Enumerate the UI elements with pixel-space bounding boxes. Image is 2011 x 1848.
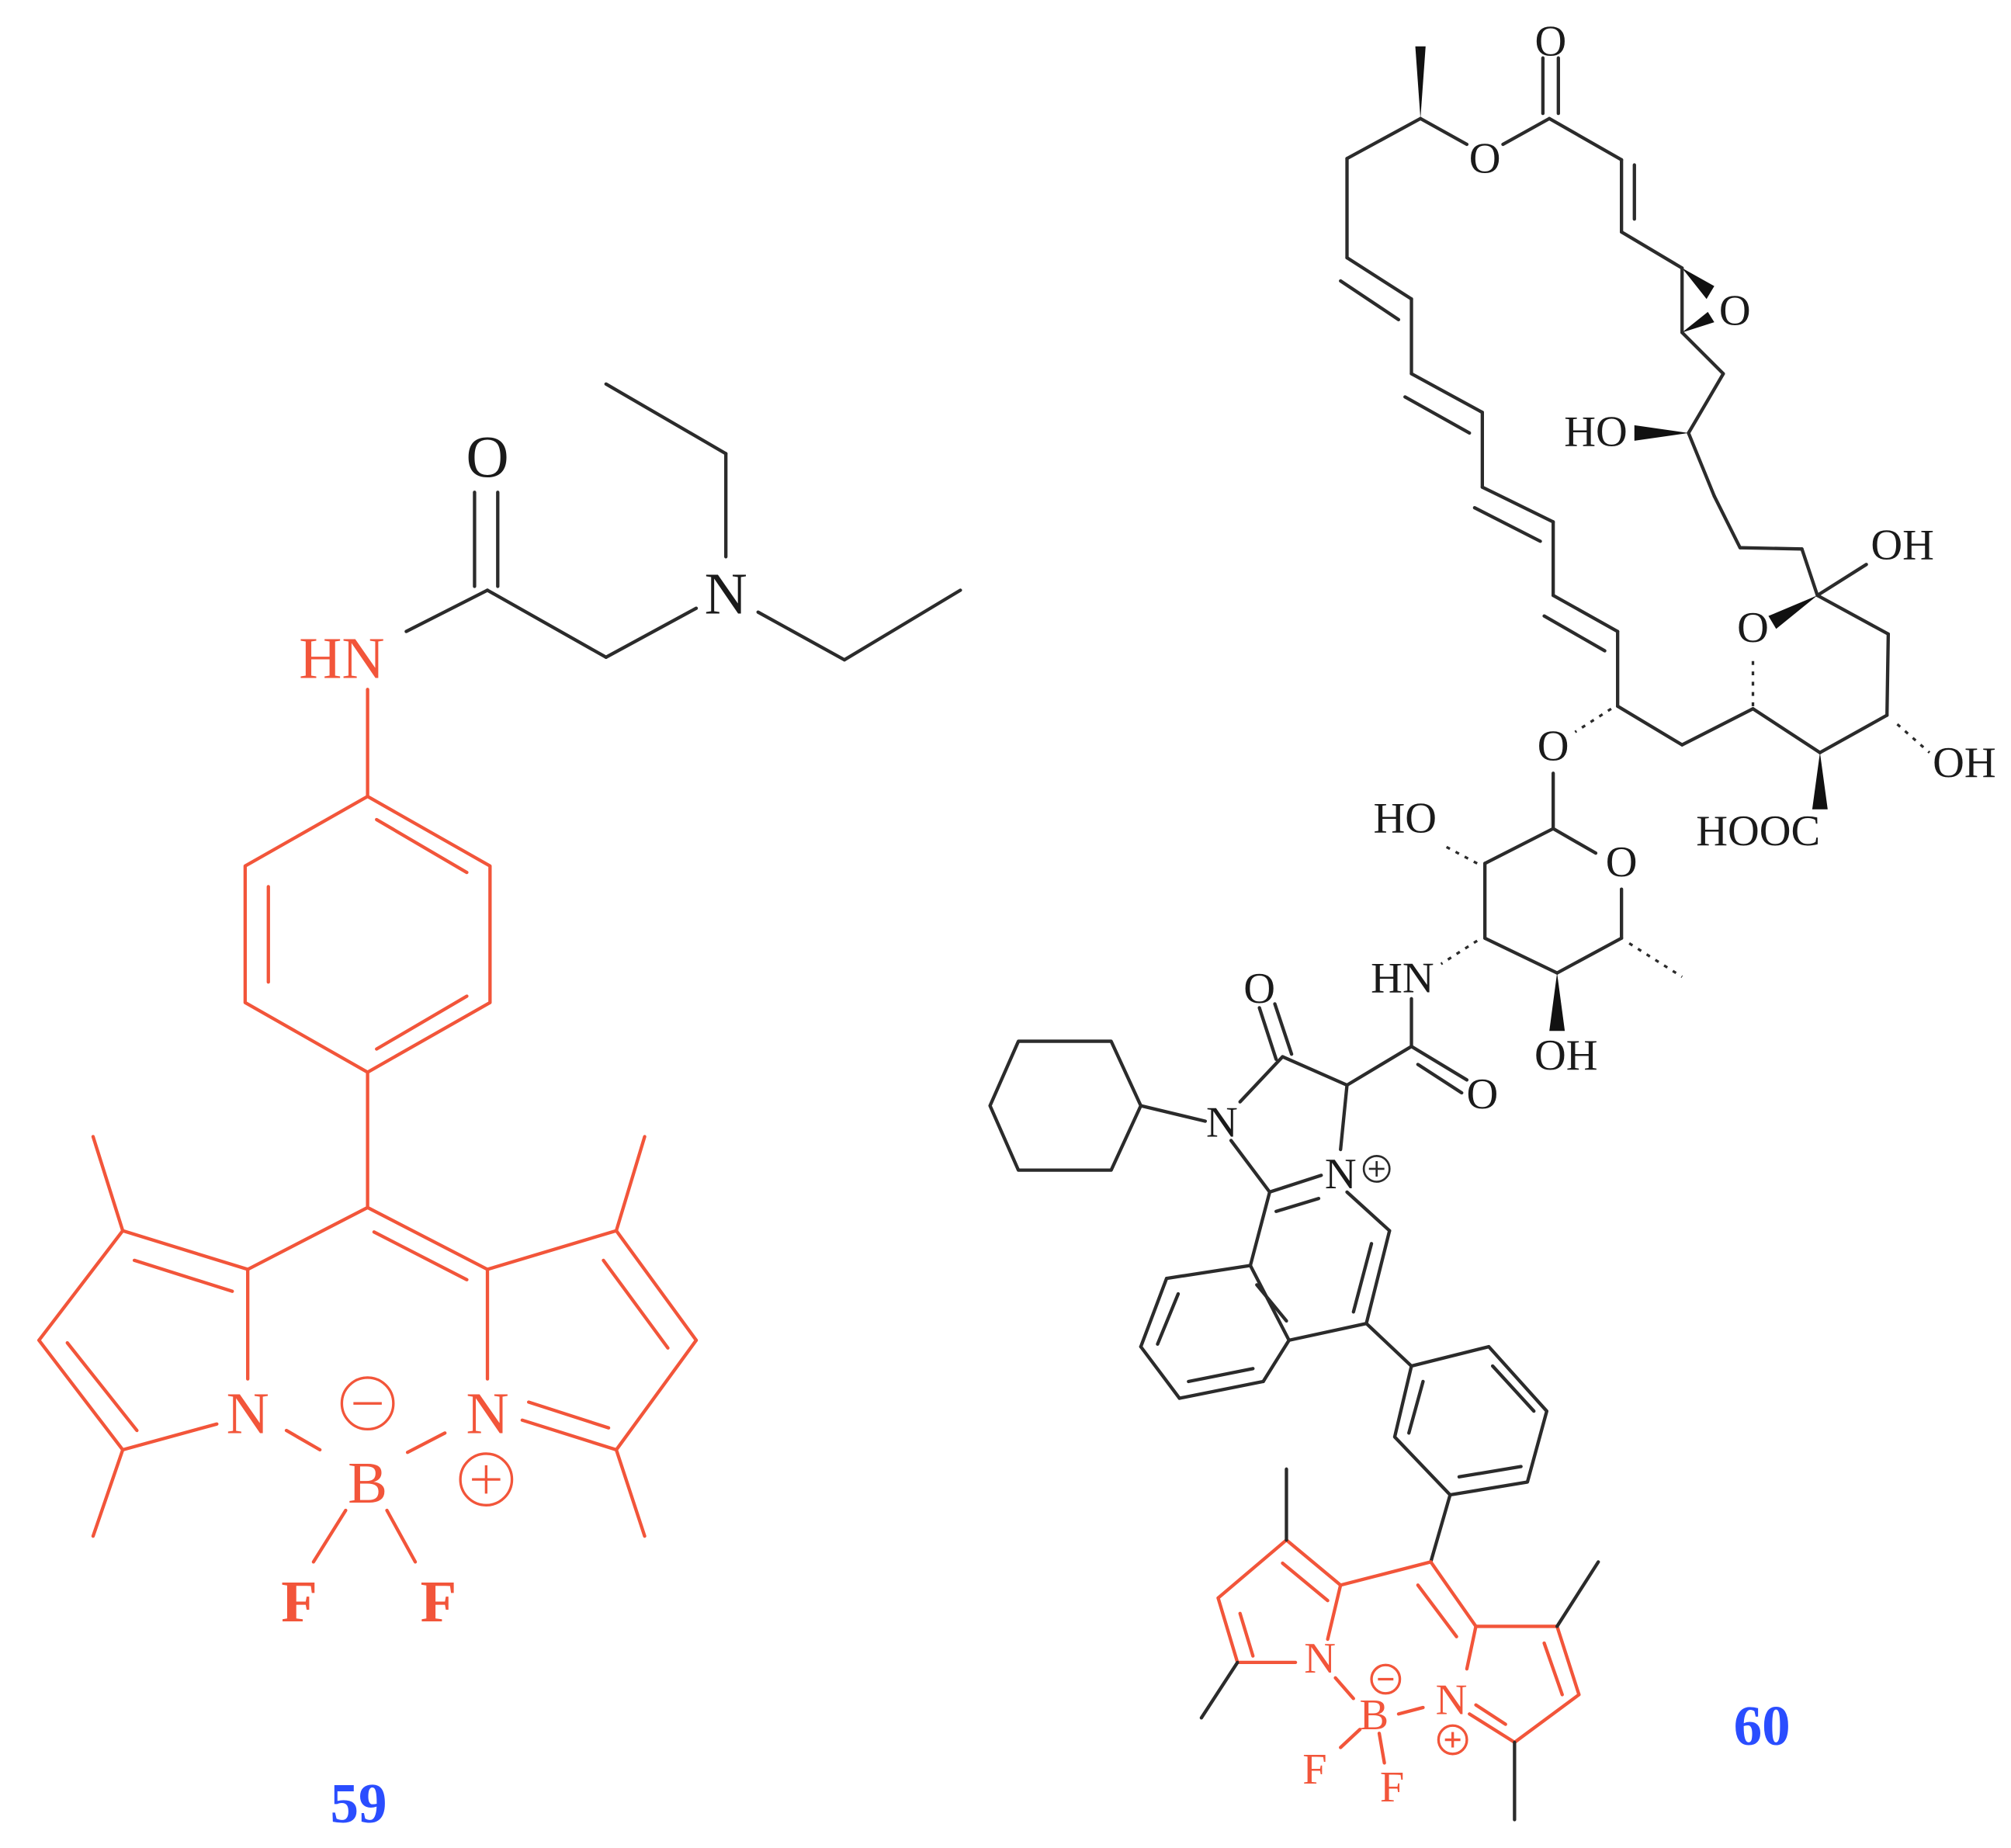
bodipy-60-fluorine-1: F	[1302, 1746, 1326, 1794]
fluorine-1: F	[281, 1569, 317, 1635]
hydroxyl-ho: HO	[1564, 407, 1628, 456]
epoxide-oxygen: O	[1719, 286, 1751, 335]
fluorine-2: F	[421, 1569, 457, 1635]
imidazole-nitrogen: N	[1206, 1098, 1238, 1146]
pyridinium-nitrogen: N	[1325, 1150, 1357, 1198]
compound-60: O O O HO OH O OH HOOC O HO O HN	[988, 17, 1996, 1822]
bodipy-60-negative-charge-icon	[1370, 1663, 1402, 1695]
sugar-ring-oxygen: O	[1606, 838, 1638, 886]
bodipy-n-right: N	[466, 1380, 508, 1446]
amide-nh: HN	[299, 625, 384, 691]
macrolide-skeleton	[1339, 46, 1931, 810]
imidazolone-oxygen: O	[1243, 965, 1275, 1013]
pyran-ring-oxygen: O	[1737, 604, 1769, 652]
compound-label-60: 60	[1734, 1694, 1791, 1757]
sugar-oh: OH	[1534, 1031, 1598, 1080]
bodipy-60-fluorine-2: F	[1380, 1763, 1404, 1812]
glycoside-oxygen: O	[1538, 723, 1569, 771]
diethylaminoacetamide-tail	[404, 382, 962, 662]
sugar-ho: HO	[1373, 795, 1437, 843]
aminosugar-ring	[1345, 771, 1683, 1095]
boron-negative-charge-icon	[340, 1376, 395, 1431]
nitrogen-positive-charge-icon	[459, 1452, 514, 1506]
bodipy-60-n-left: N	[1304, 1635, 1336, 1683]
aryl-bodipy-fragment: HN	[37, 625, 699, 1564]
compound-59: O N HN	[37, 382, 962, 1835]
carbonyl-oxygen: O	[466, 424, 508, 490]
amine-nitrogen: N	[705, 560, 747, 626]
ring-oh: OH	[1933, 739, 1996, 787]
compound-label-59: 59	[330, 1772, 387, 1835]
amide-carbonyl-oxygen: O	[1466, 1070, 1498, 1118]
bodipy-fragment-60	[1199, 1467, 1600, 1822]
bodipy-60-positive-charge-icon	[1437, 1724, 1468, 1756]
carboxylic-acid: HOOC	[1696, 807, 1820, 855]
boron-atom: B	[348, 1450, 387, 1516]
bodipy-60-boron: B	[1360, 1691, 1389, 1739]
lactone-carbonyl-oxygen: O	[1534, 17, 1566, 65]
hemiketal-oh: OH	[1871, 522, 1934, 570]
bodipy-60-n-right: N	[1436, 1676, 1468, 1724]
ester-oxygen: O	[1469, 134, 1501, 182]
pyridinium-positive-charge-icon	[1362, 1155, 1391, 1183]
imidazoisoquinolinium-core	[988, 1002, 1549, 1564]
sugar-amide-nh: HN	[1371, 955, 1434, 1003]
bodipy-n-left: N	[227, 1380, 269, 1446]
